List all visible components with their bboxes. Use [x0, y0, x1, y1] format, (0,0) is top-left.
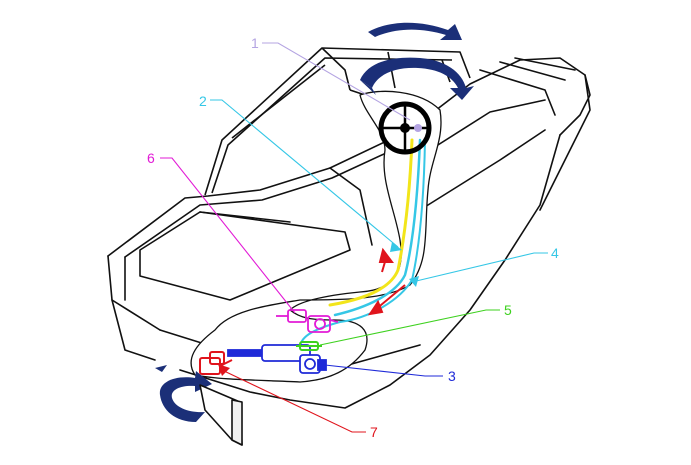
callout-7: 7 — [370, 424, 378, 440]
flow-arrows — [367, 247, 406, 316]
leader-1 — [262, 42, 411, 121]
hydraulic-cylinder-icon — [227, 344, 327, 374]
rotation-arrow-icon — [155, 22, 474, 422]
leader-4 — [411, 252, 548, 283]
leader-2 — [210, 99, 399, 248]
callout-6: 6 — [147, 150, 155, 166]
hose-cyan-1 — [333, 138, 422, 317]
helm-pump-icon — [276, 309, 339, 333]
leader-lines — [160, 42, 548, 433]
callout-5: 5 — [504, 302, 512, 318]
leader-6 — [160, 157, 296, 314]
rudder-icon — [199, 384, 243, 446]
fitting-icon — [296, 341, 322, 351]
hose-yellow — [328, 138, 414, 307]
leader-7 — [221, 369, 366, 433]
callout-labels: 1 2 3 4 5 6 7 — [147, 35, 559, 440]
boat-hull — [107, 57, 591, 409]
leader-5 — [319, 309, 500, 346]
steering-wheel-icon — [378, 101, 432, 155]
callout-2: 2 — [199, 93, 207, 109]
callout-1: 1 — [251, 35, 259, 51]
callout-3: 3 — [448, 368, 456, 384]
leader-3 — [324, 364, 443, 377]
callout-4: 4 — [551, 245, 559, 261]
